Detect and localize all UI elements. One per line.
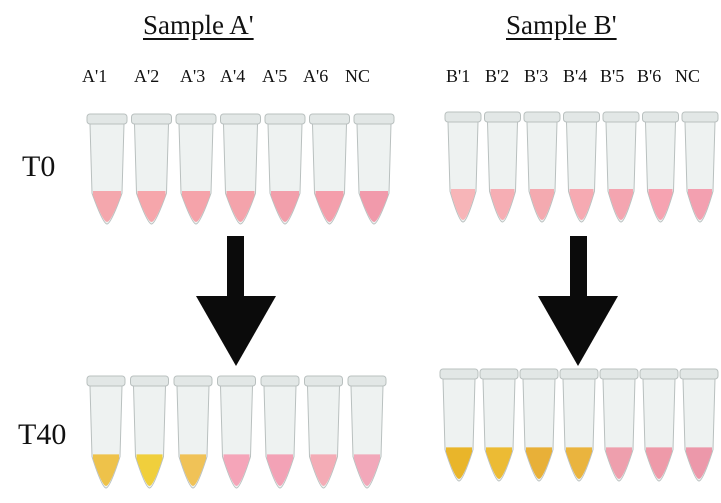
tube-liquid — [688, 189, 712, 220]
tube-liquid — [486, 447, 512, 479]
tube — [599, 368, 639, 482]
lane-label: A'2 — [134, 66, 160, 86]
tube-liquid — [180, 454, 206, 486]
tube-liquid — [310, 454, 337, 486]
tube — [353, 113, 395, 225]
tube-liquid — [93, 454, 119, 486]
arrow-down-icon — [538, 236, 618, 366]
tube — [304, 375, 343, 489]
tube — [523, 111, 561, 223]
tube — [439, 368, 479, 482]
tube — [260, 375, 300, 489]
tube-liquid — [606, 447, 632, 479]
tube-liquid — [223, 454, 250, 486]
lane-label: NC — [675, 66, 701, 86]
lane-label: A'4 — [220, 66, 246, 86]
tube — [264, 113, 306, 225]
lane-label: B'5 — [600, 66, 625, 86]
sample-a-title: Sample A' — [143, 10, 254, 40]
tube-liquid — [315, 191, 344, 222]
lane-label: B'3 — [524, 66, 549, 86]
lane-label: B'6 — [637, 66, 662, 86]
tube — [563, 111, 600, 223]
tube — [681, 111, 719, 223]
tube — [347, 375, 387, 489]
tube — [131, 113, 172, 225]
tube-liquid — [226, 191, 255, 222]
lane-label: B'4 — [563, 66, 588, 86]
arrow-down-icon — [196, 236, 276, 366]
tube-liquid — [446, 447, 472, 479]
tube-liquid — [569, 189, 594, 220]
sample-b-title: Sample B' — [506, 10, 617, 40]
tube — [220, 113, 261, 225]
tube-liquid — [451, 189, 475, 220]
tube — [479, 368, 519, 482]
tube — [130, 375, 169, 489]
tube — [86, 375, 126, 489]
tube-liquid — [530, 189, 554, 220]
tube-liquid — [360, 191, 388, 222]
lane-label: A'3 — [180, 66, 206, 86]
lane-label: NC — [345, 66, 371, 86]
lane-label: A'1 — [82, 66, 108, 86]
tube — [309, 113, 350, 225]
tube — [642, 111, 679, 223]
tube — [559, 368, 599, 482]
lane-label: A'5 — [262, 66, 288, 86]
tube — [602, 111, 640, 223]
tube-liquid — [566, 447, 592, 479]
tube-liquid — [136, 454, 163, 486]
tube-liquid — [609, 189, 633, 220]
tube — [484, 111, 521, 223]
tube-liquid — [93, 191, 121, 222]
tube-liquid — [646, 447, 672, 479]
lane-label: B'1 — [446, 66, 471, 86]
lane-label: B'2 — [485, 66, 510, 86]
tube — [175, 113, 217, 225]
tube-liquid — [648, 189, 673, 220]
tube-liquid — [490, 189, 515, 220]
tube — [173, 375, 213, 489]
lane-label: A'6 — [303, 66, 329, 86]
tube — [217, 375, 256, 489]
tube — [519, 368, 559, 482]
tube-liquid — [182, 191, 210, 222]
tube-liquid — [526, 447, 552, 479]
time-label-t0: T0 — [22, 150, 56, 183]
tube — [679, 368, 719, 482]
tube-liquid — [686, 447, 712, 479]
tube-liquid — [267, 454, 293, 486]
tube-liquid — [354, 454, 380, 486]
tube — [639, 368, 679, 482]
tube — [444, 111, 482, 223]
tube — [86, 113, 128, 225]
tube-liquid — [271, 191, 299, 222]
time-label-t40: T40 — [18, 418, 67, 451]
tube-liquid — [137, 191, 166, 222]
